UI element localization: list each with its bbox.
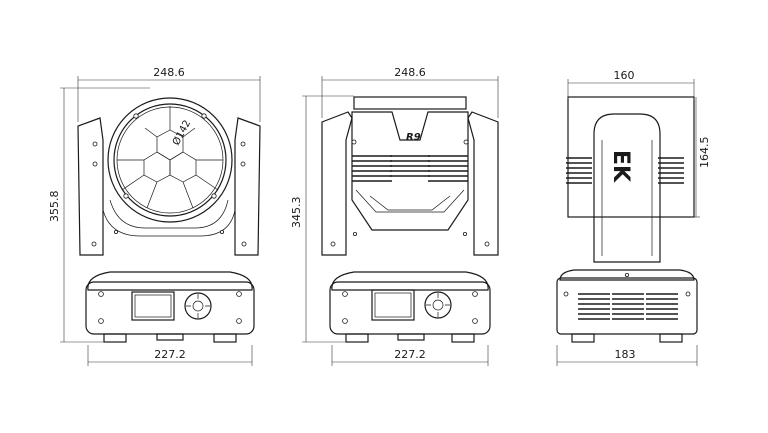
front-yoke-left xyxy=(77,117,104,256)
side-view: R9 248.6 227.2 345.3 xyxy=(290,66,499,366)
side-yoke-left xyxy=(321,111,353,256)
front-top-width: 248.6 xyxy=(153,66,185,79)
screw-icon xyxy=(472,318,478,324)
screw-icon xyxy=(98,318,104,324)
screw-icon xyxy=(330,241,336,247)
screw-icon xyxy=(114,229,119,234)
side-display xyxy=(371,289,415,321)
back-base-width: 183 xyxy=(615,348,636,361)
side-brand-mark: R9 xyxy=(406,132,421,143)
screw-icon xyxy=(133,113,139,119)
front-display xyxy=(131,291,175,321)
back-base-top xyxy=(559,269,695,281)
screw-icon xyxy=(342,318,348,324)
front-head-outer xyxy=(107,97,233,223)
back-foot xyxy=(571,333,595,343)
side-foot xyxy=(451,333,475,343)
front-yoke-right xyxy=(234,117,261,256)
screw-icon xyxy=(92,141,98,147)
front-height: 355.8 xyxy=(48,191,61,223)
back-top-width: 160 xyxy=(614,69,635,82)
screw-icon xyxy=(201,113,207,119)
front-base-top xyxy=(87,271,253,291)
front-yoke-bottom xyxy=(102,140,236,237)
honeycomb-lens-array xyxy=(117,106,223,209)
screw-icon xyxy=(625,272,630,277)
front-foot xyxy=(213,333,237,343)
front-foot xyxy=(103,333,127,343)
screw-icon xyxy=(352,231,357,236)
side-top-width: 248.6 xyxy=(394,66,426,79)
screw-icon xyxy=(91,241,97,247)
back-view: EK xyxy=(556,69,711,366)
back-base-vents xyxy=(578,293,678,320)
back-height: 164.5 xyxy=(698,137,711,169)
side-base-width: 227.2 xyxy=(394,348,426,361)
back-base xyxy=(556,277,698,335)
screw-icon xyxy=(484,241,490,247)
front-base-width: 227.2 xyxy=(154,348,186,361)
back-head-outline xyxy=(567,96,695,218)
screw-icon xyxy=(240,161,246,167)
side-vent-grill xyxy=(352,155,468,182)
back-yoke xyxy=(593,113,661,263)
front-control-knob xyxy=(184,292,212,320)
side-head-body xyxy=(351,111,469,231)
screw-icon xyxy=(123,193,129,199)
screw-icon xyxy=(219,229,224,234)
screw-icon xyxy=(240,141,246,147)
front-lens-ring xyxy=(113,103,227,217)
screw-icon xyxy=(462,231,467,236)
back-logo: EK xyxy=(608,150,633,183)
screw-icon xyxy=(241,241,247,247)
side-head-top xyxy=(353,96,467,110)
screw-icon xyxy=(342,291,348,297)
front-view: Ø142 248.6 227.2 355.8 xyxy=(48,66,261,366)
front-lens-diameter: Ø142 xyxy=(170,118,193,147)
side-height: 345.3 xyxy=(290,197,303,229)
screw-icon xyxy=(98,291,104,297)
screw-icon xyxy=(563,291,569,297)
side-yoke-right xyxy=(467,111,499,256)
screw-icon xyxy=(463,139,469,145)
screw-icon xyxy=(236,291,242,297)
screw-icon xyxy=(351,139,357,145)
screw-icon xyxy=(236,318,242,324)
side-control-knob xyxy=(424,291,452,319)
screw-icon xyxy=(685,291,691,297)
back-vent-grill xyxy=(566,157,684,184)
side-base-top xyxy=(331,271,489,291)
screw-icon xyxy=(92,161,98,167)
screw-icon xyxy=(472,291,478,297)
side-foot xyxy=(345,333,369,343)
screw-icon xyxy=(211,193,217,199)
back-foot xyxy=(659,333,683,343)
